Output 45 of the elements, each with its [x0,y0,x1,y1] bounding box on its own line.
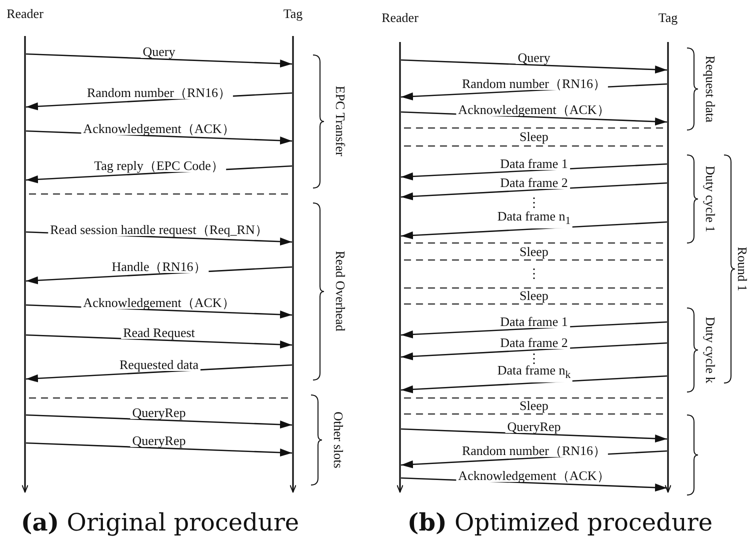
bracket-label: EPC Transfer [332,86,348,156]
figure-caption: (a) Original procedure [20,508,300,536]
message-label: Data frame 1 [498,314,570,328]
message-arrow [26,442,292,457]
message-arrow [400,221,668,240]
bracket-label: Duty cycle k [702,316,718,384]
message-label: Query [516,51,552,64]
bracket-label: Round 1 [734,246,750,292]
message-label: Data frame n$_{1}$ [495,209,573,228]
participant-name: Reader [6,6,44,22]
message-arrow [400,163,668,180]
message-label: Tag reply（EPC Code） [92,159,226,172]
message-label: Random number（RN16） [460,76,608,90]
message-arrow [400,182,668,200]
message-arrow [26,334,292,349]
figure-caption: (b) Optimized procedure [407,508,713,536]
message-arrow [400,342,668,360]
bracket-label: Read Overhead [332,250,348,332]
message-arrow [400,375,668,394]
message-label: Random number（RN16） [460,444,608,457]
message-label: Handle（RN16） [110,260,208,273]
participant-name: Tag [282,6,304,22]
message-label: QueryRep [505,420,563,433]
message-arrow [26,364,292,382]
bracket-label: Other slots [330,412,346,468]
message-label: Random number（RN16） [84,86,234,99]
message-arrow [26,266,292,284]
message-arrow [26,414,292,429]
bracket-label: Duty cycle 1 [702,166,718,232]
bracket-label: Request data [702,56,718,122]
message-label: Data frame n$_{k}$ [495,363,573,382]
message-arrow [400,321,668,338]
participant-name: Reader [380,10,420,26]
participant-name: Tag [657,10,679,26]
message-arrow [26,53,292,68]
message-label: Data frame 2 [498,336,570,349]
message-label: QueryRep [130,434,188,447]
message-label: Read Request [121,326,197,339]
message-label: Requested data [117,358,201,371]
message-label: QueryRep [130,406,188,419]
message-label: Query [140,45,178,58]
message-arrow [400,428,668,443]
message-arrow [400,59,668,74]
message-label: Data frame 1 [498,156,570,170]
message-label: Data frame 2 [498,176,570,189]
